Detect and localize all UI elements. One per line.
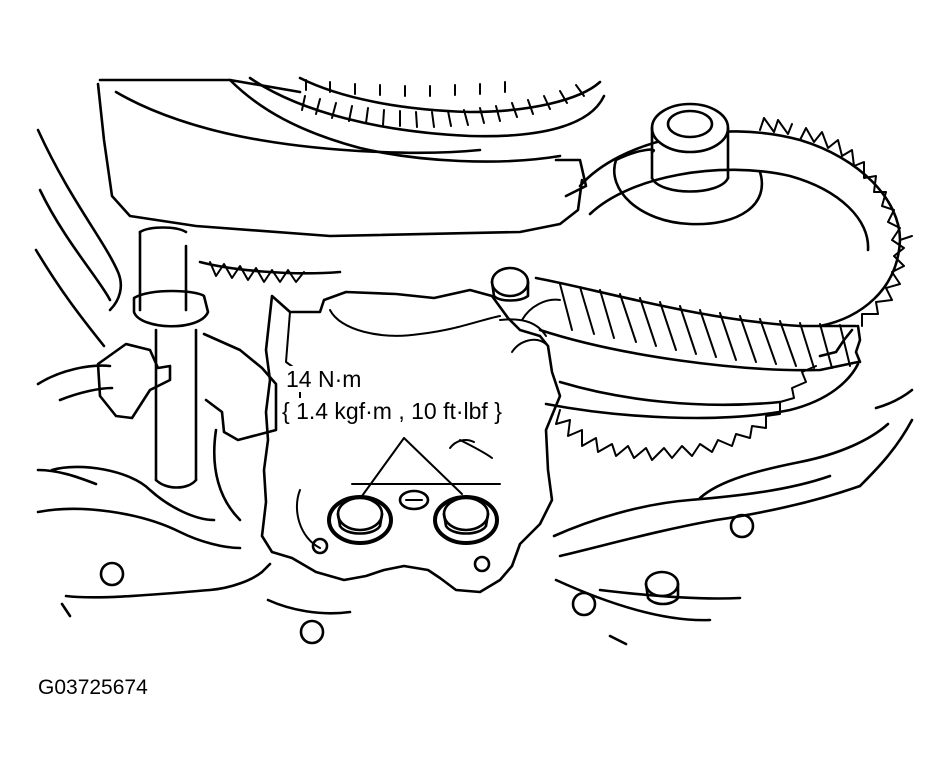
bolt-left [327, 495, 393, 545]
shift-fork [36, 332, 278, 442]
large-gear [578, 117, 913, 328]
torque-value-nm: 14 N·m [284, 366, 364, 393]
figure-id: G03725674 [38, 676, 148, 699]
flange-bolt-holes [99, 513, 755, 645]
hole-center [398, 489, 430, 511]
shift-rod [132, 226, 210, 489]
upper-housing [96, 76, 606, 238]
leader-lines [361, 437, 463, 497]
upper-gear-teeth [301, 79, 585, 128]
shaft-hub [613, 102, 764, 226]
helical-gear [534, 276, 862, 372]
left-contours [34, 128, 242, 550]
bracket-plate [260, 288, 562, 594]
small-gear [198, 260, 530, 302]
bolt-right [433, 495, 499, 545]
torque-value-alt-units: { 1.4 kgf·m , 10 ft·lbf } [280, 398, 504, 425]
lower-right-contour [698, 422, 890, 500]
lower-gear [544, 328, 860, 461]
plate-holes [311, 537, 491, 573]
case-flange [36, 380, 914, 646]
